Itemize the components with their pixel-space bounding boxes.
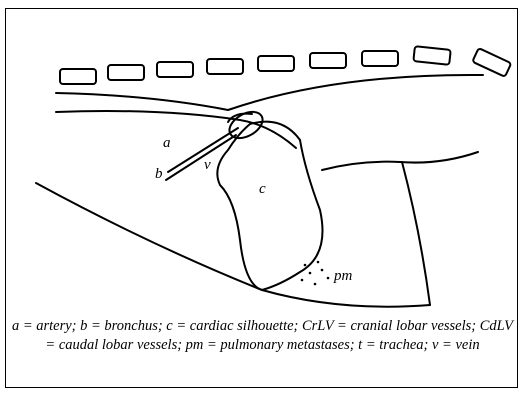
label-cardiac: c <box>259 182 266 197</box>
metastases-dots <box>301 261 330 286</box>
figure-caption: a = artery; b = bronchus; c = cardiac si… <box>10 317 515 355</box>
caudal-vessel-line <box>322 152 478 170</box>
label-vein: v <box>204 158 211 173</box>
vertebra-8 <box>413 46 450 65</box>
vertebra-1 <box>60 69 96 84</box>
vertebra-9 <box>472 48 511 77</box>
vertebra-2 <box>108 65 144 80</box>
vertebra-4 <box>207 59 243 74</box>
trachea-upper-line <box>56 111 296 148</box>
bronchus-line <box>166 135 236 180</box>
cardiac-silhouette <box>217 122 322 290</box>
label-metastases: pm <box>334 269 352 284</box>
diaphragm-line <box>402 162 430 305</box>
vertebra-6 <box>310 53 346 68</box>
label-bronchus: b <box>155 167 163 182</box>
vertebra-5 <box>258 56 294 71</box>
label-artery: a <box>163 136 171 151</box>
ventral-thoracic-line <box>36 183 430 307</box>
vertebra-7 <box>362 51 398 66</box>
vertebra-3 <box>157 62 193 77</box>
